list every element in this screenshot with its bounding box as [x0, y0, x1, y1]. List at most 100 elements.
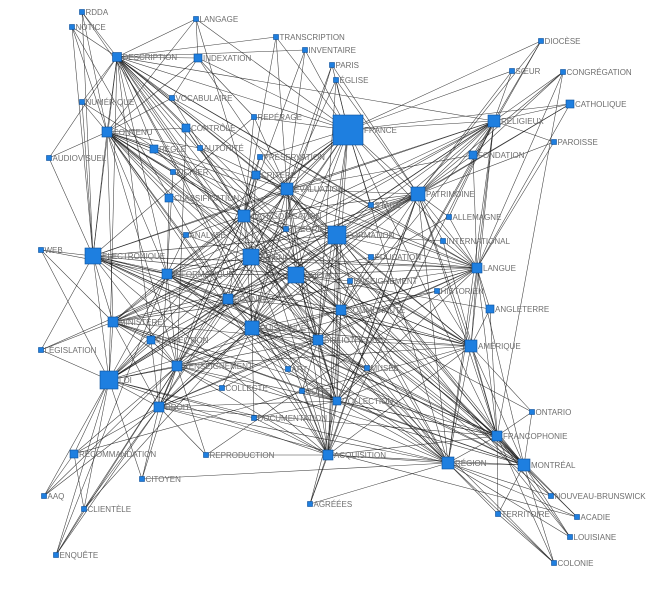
node-marker[interactable]	[203, 452, 209, 458]
node-science[interactable]: SCIENCE	[242, 248, 296, 266]
node-marker[interactable]	[551, 139, 557, 145]
node-collection[interactable]: COLLECTION	[332, 396, 393, 406]
node-marker[interactable]	[237, 209, 251, 223]
node-marker[interactable]	[347, 278, 353, 284]
node-marker[interactable]	[302, 47, 308, 53]
node-marker[interactable]	[368, 202, 374, 208]
node-marker[interactable]	[509, 68, 515, 74]
node-indexation[interactable]: INDEXATION	[193, 53, 252, 63]
node-communaute[interactable]: COMMUNAUTÉ	[335, 304, 405, 316]
node-congregation[interactable]: CONGRÉGATION	[560, 68, 632, 77]
node-electronique[interactable]: ÉLECTRONIQUE	[84, 247, 165, 265]
node-marker[interactable]	[53, 552, 59, 558]
node-marker[interactable]	[171, 360, 183, 372]
node-marker[interactable]	[161, 268, 173, 280]
node-marker[interactable]	[193, 16, 199, 22]
node-marker[interactable]	[69, 449, 79, 459]
node-marker[interactable]	[99, 370, 119, 390]
node-marker[interactable]	[368, 254, 374, 260]
node-marker[interactable]	[287, 266, 305, 284]
node-langage[interactable]: LANGAGE	[193, 15, 239, 24]
node-enseignement[interactable]: ENSEIGNEMENT	[347, 277, 418, 286]
node-francophonie[interactable]: FRANCOPHONIE	[491, 430, 567, 442]
node-art[interactable]: ART	[285, 365, 308, 374]
node-marker[interactable]	[468, 150, 478, 160]
node-marker[interactable]	[434, 288, 440, 294]
node-marker[interactable]	[440, 238, 446, 244]
node-bibliotheque[interactable]: BIBLIOTHÈQUE	[312, 334, 383, 346]
node-marker[interactable]	[149, 144, 159, 154]
node-informatique[interactable]: INFORMATIQUE	[161, 268, 234, 280]
node-marker[interactable]	[164, 193, 174, 203]
node-nouveau-brunswick[interactable]: NOUVEAU-BRUNSWICK	[548, 492, 647, 501]
node-marker[interactable]	[107, 316, 119, 328]
node-aaq[interactable]: AAQ	[41, 492, 65, 501]
node-paris[interactable]: PARIS	[329, 61, 359, 70]
node-marker[interactable]	[251, 415, 257, 421]
node-audiovisuel[interactable]: AUDIOVISUEL	[46, 154, 107, 163]
node-france[interactable]: FRANCE	[332, 114, 397, 146]
node-allemagne[interactable]: ALLEMAGNE	[446, 213, 502, 222]
node-stage[interactable]: STAGE	[368, 201, 402, 210]
node-marker[interactable]	[41, 493, 47, 499]
node-amerique[interactable]: AMÉRIQUE	[464, 339, 521, 353]
node-marker[interactable]	[84, 247, 102, 265]
node-ministere[interactable]: MINISTÈRE	[107, 316, 163, 328]
node-marker[interactable]	[46, 155, 52, 161]
node-marker[interactable]	[285, 366, 291, 372]
node-paroisse[interactable]: PAROISSE	[551, 138, 598, 147]
node-marker[interactable]	[565, 99, 575, 109]
node-marker[interactable]	[495, 511, 501, 517]
node-marker[interactable]	[332, 114, 364, 146]
node-marker[interactable]	[101, 126, 113, 138]
node-renseignement[interactable]: RENSEIGNEMENT	[171, 360, 253, 372]
node-puissance[interactable]: PUISSANCE	[244, 320, 306, 336]
node-region[interactable]: RÉGION	[441, 456, 487, 470]
node-marker[interactable]	[257, 154, 263, 160]
node-langue[interactable]: LANGUE	[471, 262, 516, 274]
node-marker[interactable]	[79, 9, 85, 15]
node-acadie[interactable]: ACADIE	[574, 513, 611, 522]
node-marker[interactable]	[485, 304, 495, 314]
node-catholique[interactable]: CATHOLIQUE	[565, 99, 626, 109]
node-montreal[interactable]: MONTRÉAL	[517, 458, 576, 472]
node-international[interactable]: INTERNATIONAL	[440, 237, 511, 246]
node-marker[interactable]	[551, 560, 557, 566]
node-marker[interactable]	[170, 169, 176, 175]
node-historien[interactable]: HISTORIEN	[434, 287, 485, 296]
node-reproduction[interactable]: REPRODUCTION	[203, 451, 275, 460]
node-evaluation[interactable]: ÉVALUATION	[280, 182, 344, 196]
node-rdda[interactable]: RDDA	[79, 8, 109, 17]
node-marker[interactable]	[193, 53, 203, 63]
node-marker[interactable]	[112, 52, 122, 62]
node-controle[interactable]: CONTRÔLE	[181, 123, 235, 133]
node-fondation[interactable]: FONDATION	[468, 150, 525, 160]
node-notice[interactable]: NOTICE	[69, 23, 106, 32]
node-acquisition[interactable]: ACQUISITION	[322, 449, 386, 461]
node-agreees[interactable]: AGRÉÉES	[307, 500, 353, 509]
node-autorite[interactable]: AUTORITÉ	[197, 144, 244, 153]
node-marker[interactable]	[69, 24, 75, 30]
node-marker[interactable]	[251, 114, 257, 120]
node-marker[interactable]	[181, 123, 191, 133]
node-analyse[interactable]: ANALYSE	[183, 231, 226, 240]
node-marker[interactable]	[38, 247, 44, 253]
node-soeur[interactable]: SŒUR	[509, 67, 541, 76]
node-marker[interactable]	[332, 396, 342, 406]
node-marker[interactable]	[491, 430, 503, 442]
node-eglise[interactable]: ÉGLISE	[333, 76, 369, 85]
node-marker[interactable]	[327, 225, 347, 245]
node-documentation[interactable]: DOCUMENTATION	[251, 414, 328, 423]
node-fichier[interactable]: FICHIER	[170, 168, 209, 177]
node-marker[interactable]	[560, 69, 566, 75]
node-legislation[interactable]: LÉGISLATION	[38, 346, 97, 355]
node-marker[interactable]	[153, 401, 165, 413]
node-enquete[interactable]: ENQUÊTE	[53, 551, 99, 560]
node-marker[interactable]	[219, 385, 225, 391]
node-marker[interactable]	[574, 514, 580, 520]
node-droit[interactable]: DROIT	[153, 401, 190, 413]
node-categorisation[interactable]: CATÉGORISATION	[237, 209, 322, 223]
node-religieux[interactable]: RELIGIEUX	[487, 114, 544, 128]
node-preservation[interactable]: PRÉSERVATION	[257, 153, 326, 162]
node-regle[interactable]: RÈGLE	[149, 144, 186, 154]
